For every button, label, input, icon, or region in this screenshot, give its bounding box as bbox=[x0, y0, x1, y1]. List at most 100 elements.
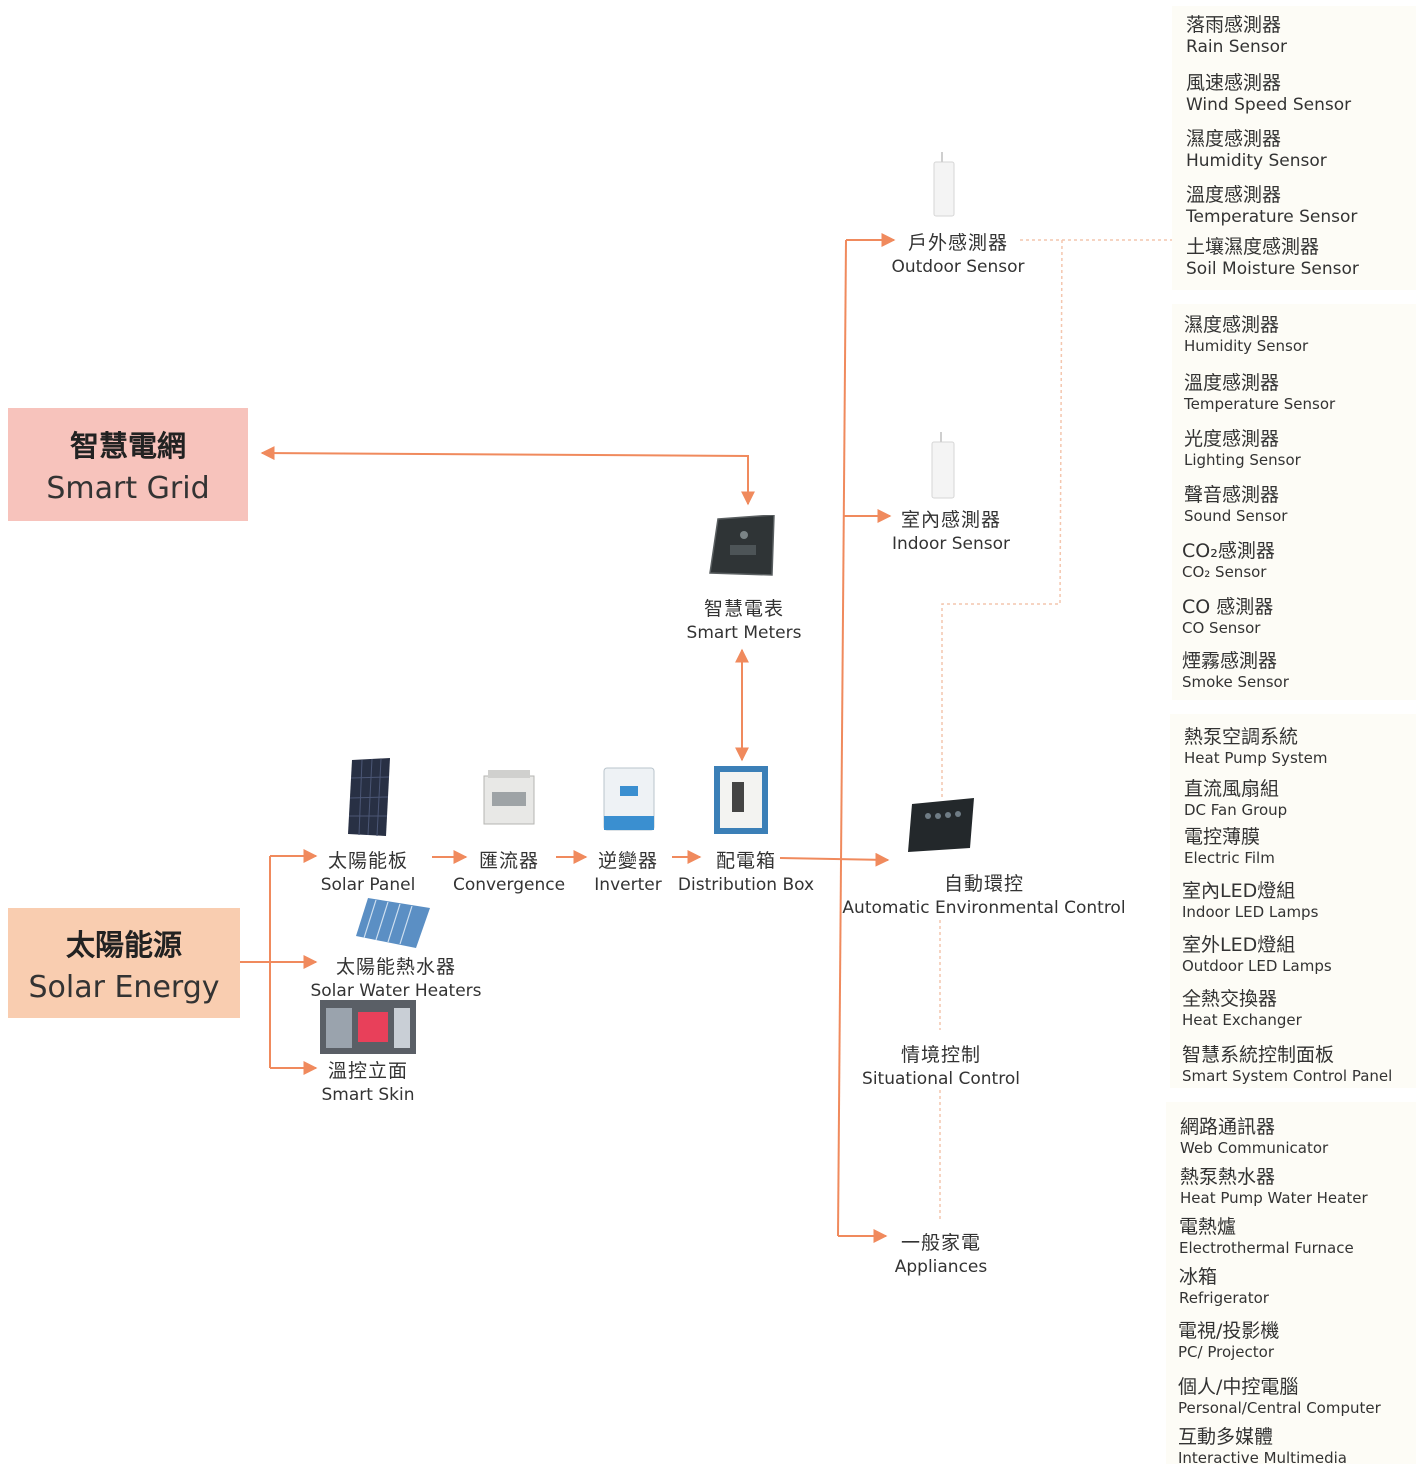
list-item-en: Heat Pump Water Heater bbox=[1180, 1189, 1368, 1207]
smart-grid-box: 智慧電網 Smart Grid bbox=[8, 408, 248, 521]
appliance-list: 網路通訊器 Web Communicator 熱泵熱水器 Heat Pump W… bbox=[1166, 1102, 1416, 1467]
list-item-en: Smart System Control Panel bbox=[1182, 1067, 1393, 1085]
inverter-icon bbox=[603, 767, 655, 831]
list-item: 光度感測器 Lighting Sensor bbox=[1184, 424, 1301, 469]
list-item: 互動多媒體 Interactive Multimedia bbox=[1178, 1422, 1347, 1467]
list-item-en: Refrigerator bbox=[1179, 1289, 1269, 1307]
solar-panel-label-en: Solar Panel bbox=[320, 875, 416, 895]
sensor-feedback-line bbox=[941, 239, 1063, 800]
list-item-zh: 互動多媒體 bbox=[1178, 1426, 1274, 1448]
main-bus-line bbox=[837, 239, 847, 1237]
list-item-zh: 個人/中控電腦 bbox=[1178, 1376, 1299, 1398]
control-panel-icon bbox=[908, 798, 974, 852]
list-item-zh: 溫度感測器 bbox=[1186, 184, 1282, 206]
list-item-en: Indoor LED Lamps bbox=[1182, 903, 1319, 921]
convergence-node: 匯流器 Convergence bbox=[446, 846, 572, 895]
list-item-en: Temperature Sensor bbox=[1184, 395, 1336, 413]
outdoor-sensor-label-zh: 戶外感測器 bbox=[907, 232, 1008, 254]
list-item-zh: CO₂感測器 bbox=[1182, 540, 1275, 562]
distribution-control-arrow bbox=[779, 852, 890, 867]
list-item-zh: 網路通訊器 bbox=[1180, 1116, 1276, 1138]
solar-panel-label-zh: 太陽能板 bbox=[327, 850, 408, 872]
list-item: 全熱交換器 Heat Exchanger bbox=[1182, 984, 1302, 1029]
list-item-en: Soil Moisture Sensor bbox=[1186, 259, 1359, 279]
smart-meters-label-en: Smart Meters bbox=[686, 623, 802, 643]
list-item: 室外LED燈組 Outdoor LED Lamps bbox=[1182, 930, 1332, 975]
inverter-label-en: Inverter bbox=[594, 875, 662, 895]
list-item-zh: 濕度感測器 bbox=[1184, 314, 1280, 336]
list-item-en: Outdoor LED Lamps bbox=[1182, 957, 1332, 975]
solar-energy-box: 太陽能源 Solar Energy bbox=[8, 908, 240, 1018]
list-item-en: Smoke Sensor bbox=[1182, 673, 1289, 691]
list-item: 煙霧感測器 Smoke Sensor bbox=[1182, 646, 1289, 691]
auto-env-node: 自動環控 Automatic Environmental Control bbox=[842, 869, 1126, 918]
list-item: 聲音感測器 Sound Sensor bbox=[1184, 480, 1287, 525]
smart-skin-label-zh: 溫控立面 bbox=[327, 1060, 408, 1082]
list-item: 溫度感測器 Temperature Sensor bbox=[1184, 368, 1335, 413]
list-item-zh: 熱泵熱水器 bbox=[1180, 1166, 1276, 1188]
appliances-label-en: Appliances bbox=[894, 1257, 988, 1277]
list-item-en: Sound Sensor bbox=[1184, 507, 1288, 525]
list-item: 濕度感測器 Humidity Sensor bbox=[1184, 310, 1308, 355]
list-item: 智慧系統控制面板 Smart System Control Panel bbox=[1182, 1040, 1392, 1085]
list-item-en: Electric Film bbox=[1184, 849, 1275, 867]
list-item-zh: 熱泵空調系統 bbox=[1184, 726, 1299, 748]
list-item: CO 感測器 CO Sensor bbox=[1182, 592, 1273, 637]
convergence-label-zh: 匯流器 bbox=[478, 850, 539, 872]
indoor-sensor-list: 濕度感測器 Humidity Sensor 溫度感測器 Temperature … bbox=[1172, 304, 1416, 700]
situational-label-zh: 情境控制 bbox=[900, 1044, 981, 1066]
solar-panel-icon bbox=[348, 758, 390, 837]
distribution-box-label-en: Distribution Box bbox=[677, 875, 815, 895]
list-item-zh: 聲音感測器 bbox=[1184, 484, 1280, 506]
list-item: 落雨感測器 Rain Sensor bbox=[1186, 10, 1287, 57]
list-item: 電熱爐 Electrothermal Furnace bbox=[1179, 1212, 1354, 1257]
list-item-zh: 落雨感測器 bbox=[1186, 14, 1282, 36]
list-item-zh: 光度感測器 bbox=[1184, 428, 1280, 450]
indoor-sensor-label-zh: 室內感測器 bbox=[900, 509, 1001, 531]
list-item-zh: 土壤濕度感測器 bbox=[1186, 236, 1320, 258]
distribution-box-icon bbox=[714, 766, 768, 834]
list-item-en: Heat Exchanger bbox=[1182, 1011, 1302, 1029]
solar-energy-title-en: Solar Energy bbox=[28, 969, 220, 1005]
list-item-en: Humidity Sensor bbox=[1186, 151, 1327, 171]
solar-energy-title-zh: 太陽能源 bbox=[65, 927, 182, 962]
solar-water-heaters-label-zh: 太陽能熱水器 bbox=[335, 956, 456, 978]
list-item-zh: 電控薄膜 bbox=[1184, 826, 1261, 848]
list-item-en: Electrothermal Furnace bbox=[1179, 1239, 1354, 1257]
list-item-zh: CO 感測器 bbox=[1182, 596, 1274, 618]
inverter-label-zh: 逆變器 bbox=[597, 850, 658, 872]
smart-meters-label-zh: 智慧電表 bbox=[703, 598, 784, 620]
list-item-en: Humidity Sensor bbox=[1184, 337, 1309, 355]
list-item-en: Personal/Central Computer bbox=[1178, 1399, 1381, 1417]
list-item: 熱泵熱水器 Heat Pump Water Heater bbox=[1180, 1162, 1368, 1207]
list-item-en: DC Fan Group bbox=[1184, 801, 1288, 819]
building-facade-icon bbox=[320, 1000, 416, 1054]
list-item-en: Rain Sensor bbox=[1186, 37, 1288, 57]
list-item: 個人/中控電腦 Personal/Central Computer bbox=[1178, 1372, 1381, 1417]
list-item-en: CO Sensor bbox=[1182, 619, 1261, 637]
list-item-en: Lighting Sensor bbox=[1184, 451, 1301, 469]
auto-env-label-zh: 自動環控 bbox=[943, 873, 1024, 895]
list-item: 熱泵空調系統 Heat Pump System bbox=[1184, 722, 1327, 767]
list-item-zh: 室外LED燈組 bbox=[1182, 934, 1296, 956]
list-item: 直流風扇組 DC Fan Group bbox=[1184, 774, 1287, 819]
list-item: 溫度感測器 Temperature Sensor bbox=[1186, 180, 1357, 227]
convergence-label-en: Convergence bbox=[452, 875, 566, 895]
list-item-zh: 濕度感測器 bbox=[1186, 128, 1282, 150]
solar-water-heater-icon bbox=[356, 898, 430, 948]
list-item-zh: 智慧系統控制面板 bbox=[1182, 1044, 1335, 1066]
distribution-box-node: 配電箱 Distribution Box bbox=[676, 846, 816, 895]
control-device-list: 熱泵空調系統 Heat Pump System 直流風扇組 DC Fan Gro… bbox=[1170, 714, 1416, 1088]
list-item-en: CO₂ Sensor bbox=[1182, 563, 1267, 581]
solar-panel-node: 太陽能板 Solar Panel bbox=[310, 846, 426, 895]
list-item: 室內LED燈組 Indoor LED Lamps bbox=[1182, 876, 1318, 921]
list-item: CO₂感測器 CO₂ Sensor bbox=[1182, 536, 1275, 581]
list-item-en: Heat Pump System bbox=[1184, 749, 1328, 767]
appliances-label-zh: 一般家電 bbox=[900, 1232, 981, 1254]
outdoor-sensor-label-en: Outdoor Sensor bbox=[891, 257, 1025, 277]
list-item-zh: 直流風扇組 bbox=[1184, 778, 1280, 800]
solar-water-heaters-node: 太陽能熱水器 Solar Water Heaters bbox=[306, 952, 486, 1001]
list-item: 網路通訊器 Web Communicator bbox=[1180, 1112, 1328, 1157]
list-item-en: Wind Speed Sensor bbox=[1186, 95, 1352, 115]
list-item: 冰箱 Refrigerator bbox=[1179, 1262, 1269, 1307]
